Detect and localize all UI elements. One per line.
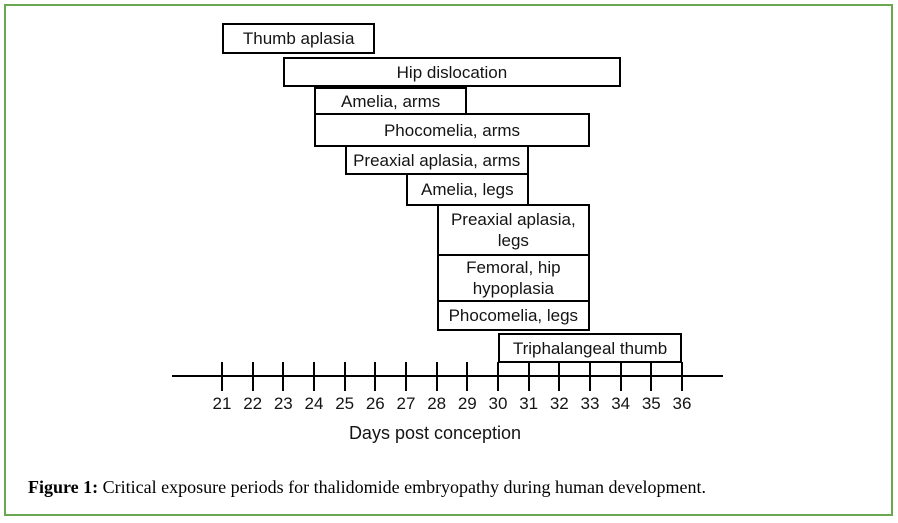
tick-day-25 xyxy=(343,362,346,391)
tick-day-30 xyxy=(497,362,499,391)
bar-label: Phocomelia, arms xyxy=(383,120,521,140)
tick-day-36 xyxy=(681,362,683,391)
bar-label: Phocomelia, legs xyxy=(448,306,579,325)
bar-label: Femoral, hip xyxy=(466,258,561,277)
tick-label-28: 28 xyxy=(427,394,447,413)
bar-thumb-aplasia: Thumb aplasia xyxy=(222,23,376,54)
bar-amelia-arms: Amelia, arms xyxy=(314,87,468,115)
tick-label-29: 29 xyxy=(457,394,477,413)
tick-label-22: 22 xyxy=(243,394,263,413)
figure-caption-text: Critical exposure periods for thalidomid… xyxy=(98,477,707,497)
tick-label-35: 35 xyxy=(641,394,661,413)
tick-day-32 xyxy=(558,362,561,391)
tick-day-27 xyxy=(405,362,407,391)
tick-label-25: 25 xyxy=(335,394,355,413)
tick-label-21: 21 xyxy=(212,394,232,413)
tick-day-34 xyxy=(619,362,622,391)
tick-label-36: 36 xyxy=(672,394,692,413)
figure-caption: Figure 1: Critical exposure periods for … xyxy=(28,477,868,498)
tick-label-31: 31 xyxy=(519,394,539,413)
bar-label: Thumb aplasia xyxy=(242,29,355,48)
bar-preaxial-aplasia-arms: Preaxial aplasia, arms xyxy=(344,145,529,175)
tick-label-27: 27 xyxy=(396,394,416,413)
bar-label: Preaxial aplasia, xyxy=(450,210,576,229)
tick-day-21 xyxy=(221,362,223,391)
bar-label: Amelia, legs xyxy=(421,180,514,199)
tick-day-28 xyxy=(435,362,438,391)
bar-label: Hip dislocation xyxy=(396,62,508,82)
tick-day-33 xyxy=(589,362,591,391)
tick-day-22 xyxy=(251,362,254,391)
bar-hip-dislocation: Hip dislocation xyxy=(283,57,621,87)
bar-label: Amelia, arms xyxy=(341,91,441,111)
tick-day-26 xyxy=(374,362,377,391)
tick-day-29 xyxy=(466,362,469,391)
tick-day-35 xyxy=(650,362,653,391)
bar-phocomelia-arms: Phocomelia, arms xyxy=(314,113,590,147)
tick-label-24: 24 xyxy=(304,394,324,413)
bar-preaxial-aplasia-legs: Preaxial aplasia, legs xyxy=(436,204,590,256)
figure-caption-label: Figure 1: xyxy=(28,477,99,497)
bar-femoral-hip-hypoplasia: Femoral, hip hypoplasia xyxy=(436,254,590,302)
tick-label-33: 33 xyxy=(580,394,600,413)
tick-label-23: 23 xyxy=(273,394,293,413)
bar-label-line2: hypoplasia xyxy=(472,279,554,298)
bar-label-line2: legs xyxy=(497,231,529,250)
x-axis-title: Days post conception xyxy=(348,423,522,443)
tick-day-24 xyxy=(313,362,315,391)
bar-label: Preaxial aplasia, arms xyxy=(353,150,521,170)
tick-label-34: 34 xyxy=(611,394,631,413)
tick-day-23 xyxy=(282,362,285,391)
tick-label-26: 26 xyxy=(365,394,385,413)
bar-phocomelia-legs: Phocomelia, legs xyxy=(436,300,590,331)
bar-label: Triphalangeal thumb xyxy=(512,338,668,358)
tick-label-30: 30 xyxy=(488,394,508,413)
bar-amelia-legs: Amelia, legs xyxy=(406,173,529,206)
tick-label-32: 32 xyxy=(549,394,569,413)
tick-day-31 xyxy=(527,362,530,391)
bar-triphalangeal-thumb: Triphalangeal thumb xyxy=(498,333,682,363)
x-axis-line xyxy=(172,375,723,377)
